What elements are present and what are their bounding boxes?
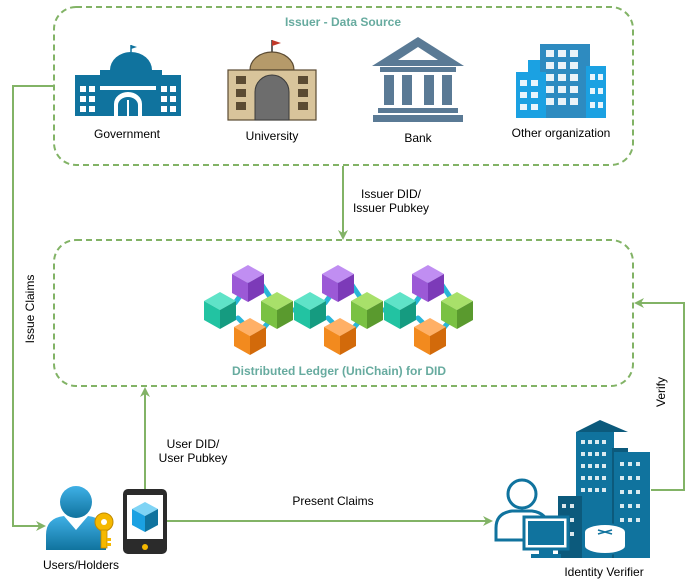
issuer-label-bank: Bank: [404, 131, 432, 145]
issue-claims-arrow: [12, 85, 54, 531]
issue-claims-label: Issue Claims: [23, 274, 37, 344]
user-pubkey-line: User Pubkey: [158, 451, 228, 465]
issuer-did-line: Issuer DID/: [360, 187, 422, 201]
mobile-wallet-icon: [123, 489, 167, 554]
issuer-pubkey-line: Issuer Pubkey: [352, 201, 430, 215]
university-building-icon: [227, 40, 317, 121]
user-key-icon: [46, 486, 114, 550]
verifier-datacenter-icon: [494, 420, 650, 558]
issuer-label-government: Government: [93, 127, 161, 141]
user-to-ledger-label: User DID/ User Pubkey: [159, 437, 228, 465]
users-holders-label: Users/Holders: [42, 558, 120, 572]
government-building-icon: [75, 45, 181, 116]
verify-label: Verify: [654, 377, 668, 408]
issuer-group-title: Issuer - Data Source: [284, 15, 402, 29]
ledger-group-container: [53, 239, 634, 387]
blockchain-cubes-icon: [204, 265, 473, 355]
ledger-group-title: Distributed Ledger (UniChain) for DID: [232, 364, 446, 378]
issuer-label-university: University: [245, 129, 299, 143]
issuer-label-other-organization: Other organization: [511, 126, 611, 140]
issuer-to-ledger-label: Issuer DID/ Issuer Pubkey: [353, 187, 429, 215]
office-building-icon: [516, 44, 606, 118]
user-did-line: User DID/: [166, 437, 220, 451]
bank-building-icon: [372, 37, 464, 122]
present-claims-label: Present Claims: [292, 494, 374, 508]
verify-arrow: [634, 298, 685, 491]
identity-verifier-label: Identity Verifier: [564, 565, 644, 579]
